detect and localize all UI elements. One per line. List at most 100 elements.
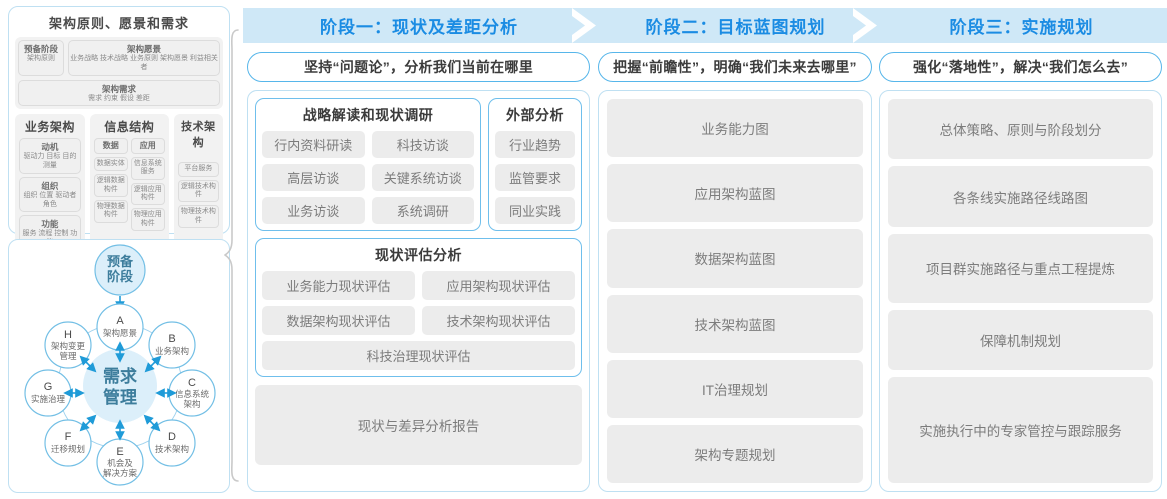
node-e-label: 机会及 [107, 458, 133, 468]
phase-2-item-1[interactable]: 业务能力图 [607, 99, 863, 158]
phase-2-banner-text: 阶段二：目标蓝图规划 [645, 18, 826, 37]
node-c-label2: 架构 [183, 399, 200, 409]
phase-2-item-3[interactable]: 数据架构蓝图 [607, 229, 863, 288]
research-chip-3[interactable]: 高层访谈 [262, 164, 365, 191]
node-a-label: 架构愿景 [103, 328, 137, 338]
external-chip-1[interactable]: 行业趋势 [495, 131, 575, 158]
assessment-chip-2[interactable]: 应用架构现状评估 [422, 271, 575, 300]
phase-1-report[interactable]: 现状与差异分析报告 [255, 385, 582, 465]
node-d [148, 419, 196, 467]
phase-1-subtitle: 坚持“问题论”，分析我们当前在哪里 [247, 52, 590, 82]
motivation-head: 动机 [41, 142, 59, 153]
node-preparation [94, 244, 146, 296]
motivation-cell: 动机 驱动力 目标 目的 测量 [19, 138, 81, 174]
phase-2-item-2[interactable]: 应用架构蓝图 [607, 164, 863, 223]
assessment-card: 现状评估分析 业务能力现状评估 应用架构现状评估 数据架构现状评估 技术架构现状… [255, 238, 582, 377]
phase-2-subtitle: 把握“前瞻性”，明确“我们未来去哪里” [598, 52, 872, 82]
function-head: 功能 [41, 219, 59, 230]
domain-columns: 业务架构 动机 驱动力 目标 目的 测量 组织 组织 位置 驱动者 角色 功能 [15, 114, 223, 255]
architecture-requirements-title: 架构需求 [101, 83, 136, 94]
phase-3-banner-text: 阶段三：实施规划 [949, 18, 1094, 37]
organization-head: 组织 [41, 180, 59, 191]
external-chip-3[interactable]: 同业实践 [495, 197, 575, 224]
technology-architecture-column: 技术架构 平台服务 逻辑技术构件 物理技术构件 [173, 114, 223, 255]
data-head: 数据 [93, 138, 128, 154]
phase-3-subtitle: 强化“落地性”，解决“我们怎么去” [879, 52, 1162, 82]
node-e-letter: E [116, 446, 123, 458]
research-chip-6[interactable]: 系统调研 [371, 197, 474, 224]
application-item-3: 物理应用构件 [130, 208, 165, 232]
node-g-label: 实施治理 [31, 394, 66, 404]
organization-cell: 组织 组织 位置 驱动者 角色 [19, 176, 81, 213]
assessment-chip-1[interactable]: 业务能力现状评估 [262, 271, 415, 300]
phase-2-item-6[interactable]: 架构专题规划 [607, 424, 863, 484]
adm-cycle-card: 预备 阶段 需求 管理 A 架构愿景 B 业务架构 [8, 239, 230, 493]
node-preparation-line1: 预备 [107, 254, 134, 269]
data-subcolumn: 数据 数据实体 逻辑数据构件 物理数据构件 [93, 138, 128, 231]
phase-2-body: 业务能力图 应用架构蓝图 数据架构蓝图 技术架构蓝图 IT治理规划 架构专题规划 [598, 90, 872, 492]
left-panel: 架构原则、愿景和需求 预备阶段 架构原则 架构愿景 业务战略 技术战略 业务原则… [8, 6, 230, 493]
node-h-label2: 管理 [59, 351, 77, 361]
application-head: 应用 [130, 138, 165, 154]
business-architecture-column: 业务架构 动机 驱动力 目标 目的 测量 组织 组织 位置 驱动者 角色 功能 [15, 114, 85, 255]
node-f-label: 迁移规划 [51, 444, 85, 454]
architecture-requirements-items: 需求 约束 假设 差距 [88, 94, 150, 102]
chevron-right-icon-1 [572, 8, 596, 43]
research-card: 战略解读和现状调研 行内资料研读 科技访谈 高层访谈 关键系统访谈 业务访谈 系… [255, 98, 481, 231]
research-card-title: 战略解读和现状调研 [302, 107, 434, 123]
node-f [44, 419, 92, 467]
phase-3-item-2[interactable]: 各条线实施路径线路图 [888, 166, 1153, 227]
research-chip-4[interactable]: 关键系统访谈 [371, 164, 474, 191]
node-b-letter: B [168, 333, 175, 345]
external-analysis-card: 外部分析 行业趋势 监管要求 同业实践 [488, 98, 582, 231]
application-item-1: 信息系统服务 [130, 156, 165, 180]
center-line2: 管理 [103, 387, 137, 407]
data-item-2: 逻辑数据构件 [93, 174, 128, 198]
phase-2-item-4[interactable]: 技术架构蓝图 [607, 294, 863, 353]
motivation-items: 驱动力 目标 目的 测量 [23, 153, 77, 169]
node-c-label: 信息系统 [175, 389, 210, 399]
node-requirements-management [83, 349, 157, 423]
node-d-letter: D [168, 431, 176, 443]
center-line1: 需求 [103, 366, 137, 386]
phase-3-item-5[interactable]: 实施执行中的专家管控与跟踪服务 [888, 377, 1153, 484]
node-a-letter: A [116, 315, 124, 327]
node-h [44, 321, 92, 369]
node-e-label2: 解决方案 [103, 468, 138, 478]
data-item-1: 数据实体 [93, 156, 128, 172]
node-g [24, 369, 72, 417]
togaf-framework-card: 架构原则、愿景和需求 预备阶段 架构原则 架构愿景 业务战略 技术战略 业务原则… [8, 6, 230, 309]
framework-header: 架构原则、愿景和需求 [48, 16, 189, 31]
research-chip-1[interactable]: 行内资料研读 [262, 131, 365, 158]
phase-3-item-1[interactable]: 总体策略、原则与阶段划分 [888, 99, 1153, 160]
tech-item-1: 平台服务 [177, 162, 219, 177]
chevron-right-icon-2 [853, 8, 877, 43]
node-preparation-line2: 阶段 [107, 269, 133, 284]
assessment-chip-full[interactable]: 科技治理现状评估 [262, 341, 575, 370]
tech-item-3: 物理技术构件 [177, 205, 219, 229]
assessment-card-title: 现状评估分析 [375, 247, 462, 263]
node-d-label: 技术架构 [155, 444, 189, 454]
phase-1-banner-text: 阶段一：现状及差距分析 [320, 18, 518, 37]
external-chip-2[interactable]: 监管要求 [495, 164, 575, 191]
node-b-label: 业务架构 [155, 346, 189, 356]
grouping-brace [224, 29, 239, 482]
data-item-3: 物理数据构件 [93, 200, 128, 223]
business-architecture-title: 业务架构 [24, 120, 75, 135]
adm-cycle-diagram: 预备 阶段 需求 管理 A 架构愿景 B 业务架构 [24, 244, 216, 486]
phase-1-banner: 阶段一：现状及差距分析 [243, 8, 596, 43]
application-item-2: 逻辑应用构件 [130, 182, 165, 206]
vision-group: 预备阶段 架构原则 架构愿景 业务战略 技术战略 业务原则 架构愿景 利益相关者… [15, 37, 223, 110]
research-chip-5[interactable]: 业务访谈 [262, 197, 365, 224]
information-structure-column: 信息结构 数据 数据实体 逻辑数据构件 物理数据构件 应用 信息系统服务 逻辑应… [89, 114, 169, 255]
research-chip-2[interactable]: 科技访谈 [371, 131, 474, 158]
assessment-chip-4[interactable]: 技术架构现状评估 [422, 306, 575, 335]
architecture-requirements-cell: 架构需求 需求 约束 假设 差距 [18, 79, 220, 107]
phase-2-item-5[interactable]: IT治理规划 [607, 359, 863, 418]
assessment-chip-3[interactable]: 数据架构现状评估 [262, 306, 415, 335]
phase-3-item-3[interactable]: 项目群实施路径与重点工程提炼 [888, 233, 1153, 304]
information-structure-title: 信息结构 [104, 120, 155, 135]
phase-3-item-4[interactable]: 保障机制规划 [888, 310, 1153, 371]
architecture-vision-cell: 架构愿景 业务战略 技术战略 业务原则 架构愿景 利益相关者 [68, 40, 220, 76]
